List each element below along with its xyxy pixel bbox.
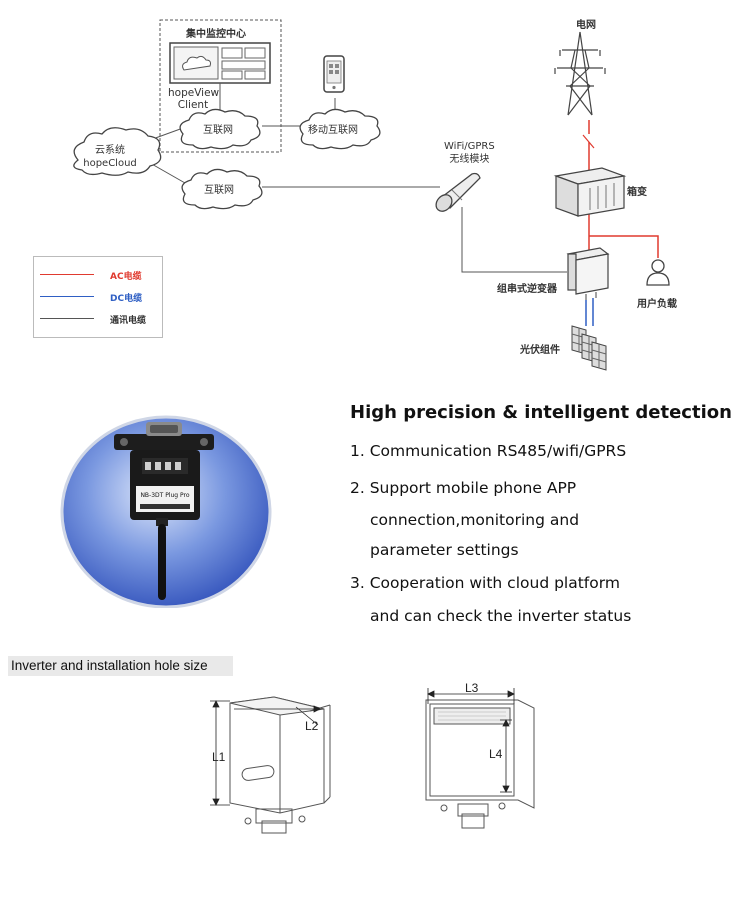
feature-item-2-cont-a: connection,monitoring and — [370, 511, 580, 529]
legend-comm-text: 通讯电缆 — [110, 316, 147, 326]
pv-panels-icon — [571, 325, 607, 371]
hopeview-client-label: hopeView Client — [168, 87, 220, 111]
legend-ac-line — [40, 274, 94, 275]
legend-ac-text: AC电缆 — [110, 272, 142, 282]
feature-item-3: 3. Cooperation with cloud platform — [350, 574, 620, 592]
device-body — [130, 450, 200, 520]
monitoring-center-label: 集中监控中心 — [186, 29, 246, 40]
switch-icon — [582, 134, 595, 149]
antenna-icon — [156, 518, 168, 600]
user-load-icon — [646, 259, 670, 286]
feature-item-2: 2. Support mobile phone APP — [350, 479, 577, 497]
system-diagram — [73, 19, 670, 371]
legend-comm-line — [40, 318, 94, 319]
internet-bottom-label: 互联网 — [204, 185, 234, 196]
hopeview-line1: hopeView — [168, 87, 220, 99]
mobile-internet-label: 移动互联网 — [308, 125, 358, 136]
wifi-antenna-icon — [435, 172, 481, 212]
grid-label: 电网 — [576, 20, 596, 31]
feature-item-2-cont-b: parameter settings — [370, 541, 519, 559]
dim-l1: L1 — [212, 750, 226, 764]
dim-l2: L2 — [305, 719, 319, 733]
internet-top-label: 互联网 — [203, 125, 233, 136]
hopeview-line2: Client — [177, 99, 209, 111]
phone-icon — [323, 55, 345, 93]
inverter-side-view-drawing — [210, 696, 331, 834]
clouds — [73, 108, 381, 210]
feature-item-1: 1. Communication RS485/wifi/GPRS — [350, 442, 627, 460]
device-model-text: NB-3DT Plug Pro — [140, 492, 189, 499]
cloud-internet-top — [179, 108, 261, 150]
db9-connector-icon — [114, 422, 214, 450]
ac-lines — [588, 120, 659, 258]
pv-module-label: 光伏组件 — [520, 345, 560, 356]
monitoring-center-box — [159, 19, 282, 153]
transformer-icon — [553, 167, 627, 217]
dim-l3: L3 — [465, 681, 479, 695]
transformer-label: 箱变 — [627, 187, 647, 198]
cloud-line1: 云系统 — [95, 145, 125, 156]
inverter-label: 组串式逆变器 — [497, 284, 557, 295]
cable-legend: AC电缆 DC电缆 通讯电缆 — [33, 256, 163, 338]
dc-lines — [585, 298, 594, 326]
dim-l4: L4 — [489, 747, 503, 761]
features-title: High precision & intelligent detection — [350, 402, 732, 423]
cloud-line2: hopeCloud — [83, 158, 137, 169]
wifi-plug-device-image: NB-3DT Plug Pro — [60, 415, 272, 608]
cloud-internet-bottom — [181, 168, 263, 210]
wifi-gprs-label: WiFi/GPRS 无线模块 — [444, 140, 495, 166]
monitor-icon — [169, 42, 271, 84]
string-inverter-icon — [566, 247, 610, 300]
feature-item-3-cont: and can check the inverter status — [370, 607, 632, 625]
cloud-hopecloud — [73, 127, 162, 176]
legend-dc-text: DC电缆 — [110, 294, 143, 304]
legend-dc-line — [40, 296, 94, 297]
wifi-line2: 无线模块 — [449, 154, 490, 165]
wifi-line1: WiFi/GPRS — [444, 141, 495, 152]
cloud-mobile-internet — [299, 108, 381, 150]
installation-section-label: Inverter and installation hole size — [8, 656, 233, 676]
user-load-label: 用户负载 — [637, 299, 677, 310]
power-tower-icon — [554, 31, 606, 116]
inverter-back-view-drawing — [425, 688, 535, 829]
hopecloud-label: 云系统 hopeCloud — [82, 144, 138, 170]
